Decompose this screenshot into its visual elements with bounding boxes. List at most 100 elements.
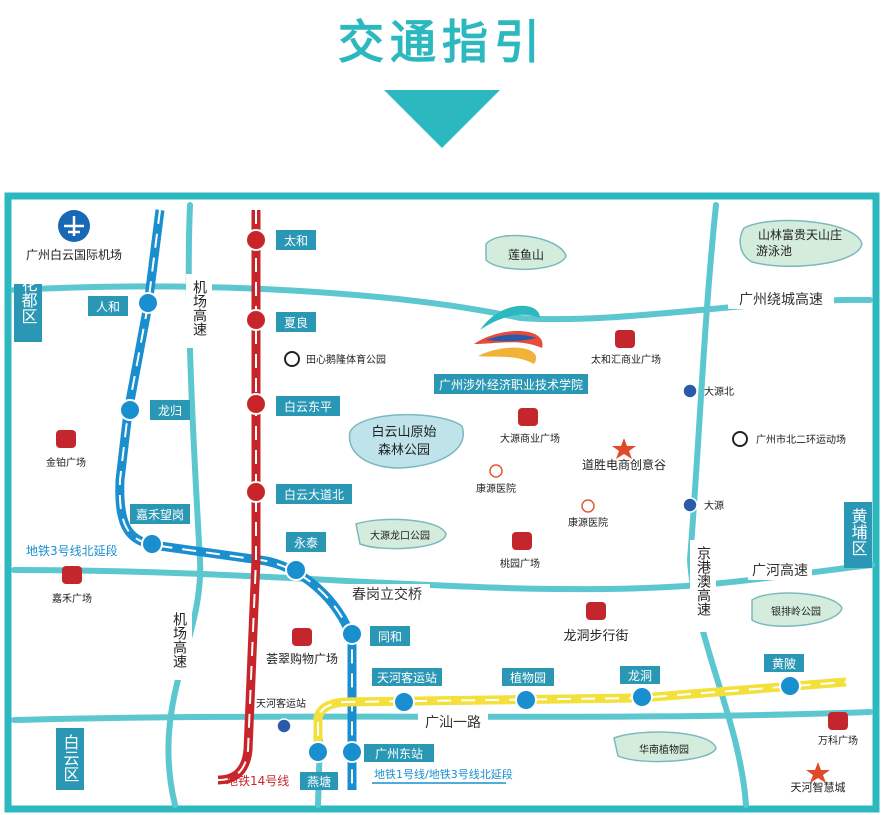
station-tianheke-marker bbox=[393, 691, 415, 713]
place-daoshengdianshang: 道胜电商创意谷 bbox=[582, 457, 666, 472]
shopping-icons bbox=[56, 330, 848, 730]
station-longgui-marker bbox=[119, 399, 141, 421]
place-jiahe-plaza: 嘉禾广场 bbox=[52, 592, 92, 605]
place-wanke: 万科广场 bbox=[818, 734, 858, 747]
station-baiyundongping-marker bbox=[245, 393, 267, 415]
page-title: 交通指引 bbox=[338, 15, 546, 69]
station-dayuan-label: 大源 bbox=[704, 499, 724, 512]
airport-label: 广州白云国际机场 bbox=[26, 247, 122, 262]
district-huangpu: 黄埔区 bbox=[849, 508, 868, 556]
line1-label: 地铁1号线/地铁3号线北延段 bbox=[374, 767, 513, 781]
road-label-airport-expressway-2: 机场高速 bbox=[171, 612, 187, 669]
station-renhe-label: 人和 bbox=[96, 300, 120, 314]
station-dayuanbei-label: 大源北 bbox=[704, 385, 734, 398]
place-kangyuan-2: 康源医院 bbox=[568, 516, 608, 529]
station-renhe-marker bbox=[137, 292, 159, 314]
place-dayuan-plaza: 大源商业广场 bbox=[500, 432, 560, 445]
red-station-markers bbox=[245, 229, 267, 503]
sports-icon-beierhuan bbox=[732, 431, 748, 447]
baiyunshan-area bbox=[348, 414, 465, 469]
sports-icon-tianxin bbox=[284, 351, 300, 367]
place-jinbo: 金铂广场 bbox=[46, 456, 86, 469]
school-logo-icon bbox=[474, 305, 543, 364]
star-icon-zhihuicheng bbox=[806, 762, 830, 783]
shop-icon-huicui bbox=[292, 628, 312, 646]
traffic-map: 人和 龙归 嘉禾望岗 永泰 同和 太和 夏良 白云东平 白云大道北 天河客运站 … bbox=[4, 192, 880, 813]
line14-label: 地铁14号线 bbox=[226, 774, 289, 788]
station-yongtai-marker bbox=[285, 559, 307, 581]
road-label-chungang: 春岗立交桥 bbox=[352, 586, 422, 603]
place-baiyunshan-line2: 森林公园 bbox=[378, 443, 430, 458]
place-dayuan-longkou: 大源龙口公园 bbox=[370, 529, 430, 542]
station-yantang-marker bbox=[307, 741, 329, 763]
yinpailing-area bbox=[751, 592, 843, 627]
station-label-boxes bbox=[14, 230, 872, 790]
place-pool-line1: 山林富贵天山庄 bbox=[758, 227, 842, 242]
station-longdong-marker bbox=[631, 686, 653, 708]
district-baiyun: 白云区 bbox=[61, 734, 80, 782]
place-baiyunshan-line1: 白云山原始 bbox=[371, 424, 436, 440]
station-yongtai-label: 永泰 bbox=[294, 536, 318, 550]
bus-icon-dayuan bbox=[682, 497, 698, 513]
place-lianyushan: 莲鱼山 bbox=[508, 248, 544, 262]
place-tianxin-sports: 田心鹅隆体育公园 bbox=[306, 353, 386, 366]
bus-icon-tianheke bbox=[276, 718, 292, 734]
road-label-jinggang: 京港澳高速 bbox=[695, 546, 711, 617]
dayuan-longkou-area bbox=[355, 518, 447, 550]
blue-station-markers bbox=[119, 292, 801, 763]
hospital-icons bbox=[489, 464, 595, 513]
road-label-airport-expressway: 机场高速 bbox=[191, 280, 207, 337]
hospital-icon-2 bbox=[581, 499, 595, 513]
station-guangzhoudongzhan-marker bbox=[341, 741, 363, 763]
place-guangzhou-beierhuan: 广州市北二环运动场 bbox=[756, 433, 846, 446]
road-label-guangshan: 广汕一路 bbox=[425, 715, 481, 731]
hospital-icon-1 bbox=[489, 464, 503, 478]
star-icons bbox=[612, 438, 830, 783]
road-label-guanghe: 广河高速 bbox=[752, 562, 808, 579]
place-taihehui: 太和汇商业广场 bbox=[591, 353, 661, 366]
station-huangbei-marker bbox=[779, 675, 801, 697]
green-areas bbox=[348, 219, 863, 763]
station-tonghe-label: 同和 bbox=[378, 630, 402, 644]
station-tianhekeyunzhan-label: 天河客运站 bbox=[377, 670, 437, 685]
sports-icons bbox=[284, 351, 748, 447]
shop-icon-jiahe bbox=[62, 566, 82, 584]
place-taoyuan: 桃园广场 bbox=[500, 557, 540, 570]
line3-label: 地铁3号线北延段 bbox=[26, 543, 118, 558]
pool-area bbox=[739, 219, 863, 267]
station-xialiang-label: 夏良 bbox=[284, 315, 308, 330]
place-huicui: 荟翠购物广场 bbox=[266, 651, 338, 666]
station-baiyundadaobei-marker bbox=[245, 481, 267, 503]
station-guangzhoudongzhan-label: 广州东站 bbox=[375, 747, 423, 761]
station-longgui-label: 龙归 bbox=[158, 404, 182, 418]
shop-icon-taihehui bbox=[615, 330, 635, 348]
station-jiahewanggang-label: 嘉禾望岗 bbox=[136, 508, 184, 522]
place-kangyuan-1: 康源医院 bbox=[476, 482, 516, 495]
road-label-guangzhou-ring: 广州绕城高速 bbox=[739, 291, 823, 308]
lianyushan-area bbox=[485, 234, 567, 270]
place-longdong-street: 龙洞步行街 bbox=[563, 629, 628, 644]
station-tonghe-marker bbox=[341, 623, 363, 645]
station-zhiwuyuan-label: 植物园 bbox=[510, 670, 546, 685]
shop-icon-dayuan bbox=[518, 408, 538, 426]
station-xialiang-marker bbox=[245, 309, 267, 331]
shop-icon-longdong bbox=[586, 602, 606, 620]
bus-station-tianheke-label: 天河客运站 bbox=[256, 697, 306, 710]
station-taihe-label: 太和 bbox=[284, 233, 308, 248]
station-jiahewanggang-marker bbox=[141, 533, 163, 555]
place-pool-line2: 游泳池 bbox=[756, 244, 792, 258]
down-arrow-icon bbox=[384, 90, 500, 148]
station-baiyundadaobei-label: 白云大道北 bbox=[284, 487, 344, 502]
station-baiyundongping-label: 白云东平 bbox=[284, 399, 332, 414]
place-yinpailing: 银排岭公园 bbox=[771, 605, 821, 618]
district-huadu: 花都区 bbox=[19, 276, 38, 324]
bus-icon-dayuanbei bbox=[682, 383, 698, 399]
place-tianhe-zhihuicheng: 天河智慧城 bbox=[791, 780, 846, 794]
place-huanan-botanic: 华南植物园 bbox=[639, 743, 689, 756]
shop-icon-taoyuan bbox=[512, 532, 532, 550]
station-huangbei-label: 黄陂 bbox=[772, 656, 796, 671]
star-icon-daosheng bbox=[612, 438, 636, 459]
shop-icon-jinbo bbox=[56, 430, 76, 448]
bus-icons bbox=[276, 383, 698, 734]
station-yantang-label: 燕塘 bbox=[307, 774, 331, 789]
